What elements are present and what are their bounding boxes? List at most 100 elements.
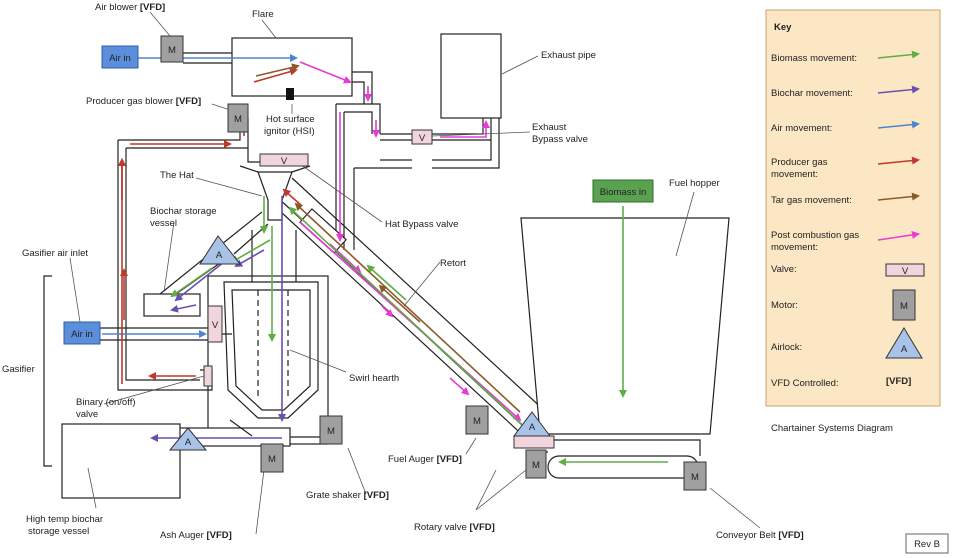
biomass-in-box: Biomass in [592, 179, 654, 203]
valve-rotary [513, 435, 555, 449]
the-hat-label: The Hat [160, 170, 194, 181]
gasifier-label: Gasifier [2, 364, 35, 375]
air-in-left-box: Air in [63, 321, 101, 345]
svg-text:A: A [185, 437, 192, 448]
chartainer-title: Chartainer Systems Diagram [771, 423, 893, 434]
svg-text:A: A [529, 422, 536, 433]
gasifier-air-inlet-label: Gasifier air inlet [22, 248, 88, 259]
svg-text:M: M [532, 460, 540, 471]
swirl-hearth-shape [223, 281, 319, 419]
key-vfd-label: VFD Controlled: [771, 378, 839, 389]
motor-air-blower: M [160, 35, 184, 63]
key-biomass-label: Biomass movement: [771, 53, 857, 64]
svg-text:Ash Auger [VFD]: Ash Auger [VFD] [160, 530, 232, 541]
fuel-auger-label: Fuel Auger [388, 454, 434, 465]
high-temp-label-line1: High temp biochar [26, 514, 103, 525]
rev-badge: Rev B [905, 533, 949, 554]
valve-exhaust-bypass: V [411, 129, 433, 145]
ash-auger-label: Ash Auger [160, 530, 204, 541]
exhaust-bypass-label-line2: Bypass valve [532, 134, 588, 145]
high-temp-label-line2: storage vessel [28, 526, 89, 537]
biochar-storage-label-line2: vessel [150, 218, 177, 229]
airlock-retort: A [513, 411, 551, 437]
high-temp-biochar-vessel [61, 423, 181, 499]
svg-text:Producer gas blower [VFD]: Producer gas blower [VFD] [86, 96, 201, 107]
binary-valve-label-line2: valve [76, 409, 98, 420]
svg-text:M: M [473, 416, 481, 427]
svg-text:M: M [268, 454, 276, 465]
motor-conveyor-belt: M [683, 461, 707, 491]
key-legend: Key Biomass movement: Biochar movement: … [765, 9, 941, 407]
key-motor-label: Motor: [771, 300, 798, 311]
svg-text:M: M [234, 114, 242, 125]
conveyor-tube [547, 455, 699, 479]
key-air-label: Air movement: [771, 123, 832, 134]
svg-text:V: V [902, 266, 909, 277]
svg-text:M: M [900, 301, 908, 312]
fuel-hopper-shape [520, 217, 730, 435]
leader-lines [69, 11, 761, 535]
key-post-label-line1: Post combustion gas [771, 230, 859, 241]
valve-binary [203, 365, 213, 387]
key-airlock-label: Airlock: [771, 342, 802, 353]
binary-valve-label-line1: Binary (on/off) [76, 397, 136, 408]
conveyor-belt-label: Conveyor Belt [716, 530, 776, 541]
biochar-storage-vessel [143, 293, 201, 317]
svg-text:Biomass in: Biomass in [600, 187, 646, 198]
exhaust-pipe-label: Exhaust pipe [541, 50, 596, 61]
key-biochar-label: Biochar movement: [771, 88, 853, 99]
svg-text:Conveyor Belt [VFD]: Conveyor Belt [VFD] [716, 530, 804, 541]
hsi-label-line1: Hot surface [266, 114, 315, 125]
flare-label: Flare [252, 9, 274, 20]
retort-collar [299, 208, 347, 254]
airlock-ash-auger: A [168, 427, 208, 451]
motor-producer-gas-blower: M [227, 103, 249, 133]
key-title: Key [774, 22, 792, 33]
svg-text:Rev B: Rev B [914, 539, 940, 550]
svg-text:A: A [216, 250, 223, 261]
airlock-biochar: A [199, 235, 242, 265]
motor-rotary-valve: M [525, 449, 547, 479]
exhaust-pipe [440, 33, 502, 119]
motor-fuel-auger: M [465, 405, 489, 435]
svg-text:M: M [168, 45, 176, 56]
key-post-label-line2: movement: [771, 242, 818, 253]
svg-text:Air in: Air in [71, 329, 93, 340]
svg-text:A: A [901, 344, 908, 355]
the-hat-shape [257, 171, 293, 221]
hsi-label-line2: ignitor (HSI) [264, 126, 315, 137]
exhaust-bypass-label-line1: Exhaust [532, 122, 567, 133]
svg-text:M: M [327, 426, 335, 437]
valve-hat-bypass: V [259, 153, 309, 167]
producer-gas-blower-label: Producer gas blower [86, 96, 173, 107]
flow-arrows [102, 54, 668, 466]
key-tar-label: Tar gas movement: [771, 195, 852, 206]
svg-text:Air in: Air in [109, 53, 131, 64]
fuel-hopper-label: Fuel hopper [669, 178, 720, 189]
air-blower-label: Air blower [95, 2, 137, 13]
grate-shaker-label: Grate shaker [306, 490, 361, 501]
swirl-hearth-label: Swirl hearth [349, 373, 399, 384]
motor-ash-auger: M [260, 443, 284, 473]
svg-text:Air blower [VFD]: Air blower [VFD] [95, 2, 165, 13]
key-producer-label-line2: movement: [771, 169, 818, 180]
rotary-valve-label: Rotary valve [414, 522, 467, 533]
svg-text:Rotary valve [VFD]: Rotary valve [VFD] [414, 522, 495, 533]
svg-text:Grate shaker [VFD]: Grate shaker [VFD] [306, 490, 389, 501]
motor-grate-shaker: M [319, 415, 343, 445]
hat-bypass-valve-label: Hat Bypass valve [385, 219, 458, 230]
key-valve-label: Valve: [771, 264, 797, 275]
hot-surface-ignitor [286, 88, 294, 100]
retort-label: Retort [440, 258, 466, 269]
valve-gasifier-air: V [207, 305, 223, 343]
diagram-labels: Air blower [VFD] Flare Producer gas blow… [2, 2, 893, 541]
key-producer-label-line1: Producer gas [771, 157, 828, 168]
svg-text:V: V [419, 133, 426, 144]
svg-text:M: M [691, 472, 699, 483]
svg-text:Fuel Auger [VFD]: Fuel Auger [VFD] [388, 454, 462, 465]
biochar-storage-label-line1: Biochar storage [150, 206, 217, 217]
air-in-top-box: Air in [101, 45, 139, 69]
key-vfd-tag: [VFD] [886, 376, 911, 387]
svg-text:V: V [281, 156, 288, 167]
